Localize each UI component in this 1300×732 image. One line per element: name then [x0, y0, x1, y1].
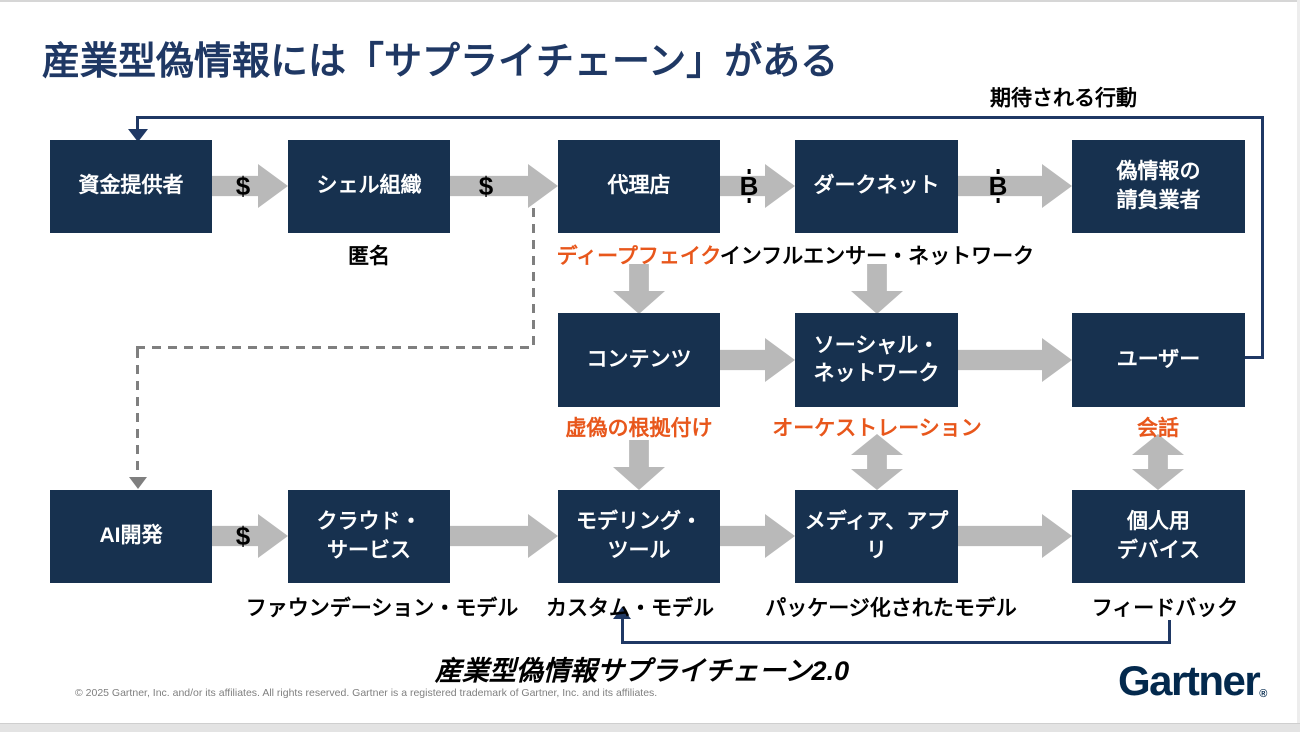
label-false-grounding: 虚偽の根拠付け [565, 417, 713, 440]
arrow-modeling-to-media [720, 514, 795, 558]
screenshot-top-edge [0, 0, 1300, 2]
arrow-social-media-bidirectional [851, 434, 903, 490]
arrow-darknet-to-contractor [958, 164, 1072, 208]
arrow-agency-to-content [613, 264, 665, 314]
label-anonymous: 匿名 [348, 245, 390, 268]
currency-badge-dollar: $ [235, 521, 251, 551]
arrow-content-to-social [720, 338, 795, 382]
expected-action-label: 期待される行動 [990, 87, 1137, 110]
node-media-apps: メディア、アプリ [795, 490, 958, 583]
node-agency: 代理店 [558, 140, 720, 233]
node-disinfo-contractor: 偽情報の 請負業者 [1072, 140, 1245, 233]
expected-action-loop-user-stub [1245, 356, 1264, 359]
label-feedback: フィードバック [1091, 597, 1239, 620]
expected-action-loop-arrowhead-icon [128, 129, 148, 142]
expected-action-loop-right-line [1261, 116, 1264, 359]
expected-action-loop-left-line [136, 116, 139, 130]
label-foundation-model: ファウンデーション・モデル [245, 597, 519, 620]
currency-badge-dollar: $ [235, 171, 251, 201]
dashed-connector-vertical-from-agency [532, 208, 535, 349]
node-user: ユーザー [1072, 313, 1245, 407]
supply-chain-loop-left-line [621, 618, 624, 644]
expected-action-loop-top-line [137, 116, 1264, 119]
node-darknet: ダークネット [795, 140, 958, 233]
page-title: 産業型偽情報には「サプライチェーン」がある [42, 41, 839, 83]
node-cloud-service: クラウド・ サービス [288, 490, 450, 583]
node-ai-dev: AI開発 [50, 490, 212, 583]
arrow-darknet-to-social [851, 264, 903, 314]
supply-chain-loop-bottom-line [621, 641, 1171, 644]
label-conversation: 会話 [1137, 417, 1179, 440]
screenshot-right-edge [1297, 0, 1300, 732]
arrow-user-device-bidirectional [1132, 434, 1184, 490]
label-custom-model: カスタム・モデル [546, 597, 714, 620]
dashed-connector-arrowhead-icon [129, 477, 147, 489]
node-funder: 資金提供者 [50, 140, 212, 233]
node-personal-device: 個人用 デバイス [1072, 490, 1245, 583]
label-influencer-network: インフルエンサー・ネットワーク [719, 245, 1035, 268]
arrow-content-to-modeling [613, 440, 665, 490]
node-social-network: ソーシャル・ ネットワーク [795, 313, 958, 407]
node-content: コンテンツ [558, 313, 720, 407]
supply-chain-loop-arrowhead-icon [613, 607, 631, 619]
currency-badge-bitcoin: B [739, 169, 759, 203]
copyright-text: © 2025 Gartner, Inc. and/or its affiliat… [75, 687, 658, 699]
dashed-connector-horizontal [136, 346, 535, 349]
dashed-connector-vertical-to-aidev [136, 349, 139, 477]
currency-badge-bitcoin: B [988, 169, 1008, 203]
label-packaged-model: パッケージ化されたモデル [765, 597, 1017, 620]
gartner-logo: Gartner® [1118, 660, 1267, 702]
label-orchestration: オーケストレーション [772, 417, 982, 440]
supply-chain-loop-right-line [1168, 620, 1171, 644]
registered-mark-icon: ® [1259, 688, 1268, 700]
arrow-shell-to-agency [450, 164, 558, 208]
supply-chain-2-label: 産業型偽情報サプライチェーン2.0 [434, 656, 850, 686]
node-shell-org: シェル組織 [288, 140, 450, 233]
arrow-media-to-device [958, 514, 1072, 558]
currency-badge-dollar: $ [478, 171, 494, 201]
arrow-cloud-to-modeling [450, 514, 558, 558]
screenshot-bottom-strip [0, 723, 1300, 732]
node-modeling-tool: モデリング・ ツール [558, 490, 720, 583]
gartner-logo-text: Gartner [1118, 657, 1261, 704]
label-deepfake: ディープフェイク [556, 245, 722, 268]
arrow-social-to-user [958, 338, 1072, 382]
